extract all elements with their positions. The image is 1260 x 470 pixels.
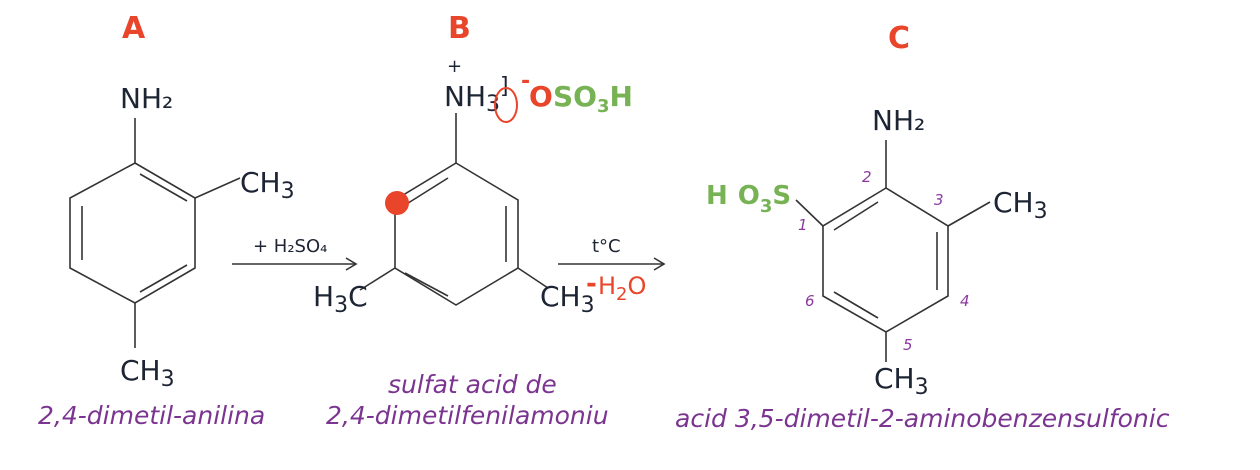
b-benzene-ring — [359, 113, 549, 306]
b-name-line2: 2,4-dimetilfenilamoniu — [326, 401, 609, 430]
c-methyl-5: CH3 — [874, 362, 929, 400]
a-methyl-4: CH3 — [120, 354, 175, 392]
c-position-5: 5 — [903, 336, 913, 354]
b-highlight-h-circle — [494, 87, 518, 123]
water-minus: - — [586, 269, 597, 299]
a-compound-name: 2,4-dimetil-anilina — [38, 401, 265, 430]
c-amino-group: NH₂ — [872, 104, 925, 137]
c-position-2: 2 — [862, 168, 872, 186]
condition-heat: t°C — [592, 236, 621, 257]
b-oxygen: O — [529, 80, 553, 113]
c-benzene-ring — [795, 140, 991, 362]
label-a: A — [122, 11, 146, 46]
a-benzene-ring — [69, 118, 241, 348]
reaction-arrow-1 — [232, 257, 358, 271]
b-methyl-right: CH3 — [540, 280, 595, 318]
label-b: B — [448, 11, 471, 46]
b-methyl-left: H3C — [313, 280, 368, 318]
b-so3h-group: SO3H — [553, 80, 633, 117]
reagent-h2so4: + H₂SO₄ — [253, 236, 327, 257]
c-position-6: 6 — [805, 292, 815, 310]
b-name-line1: sulfat acid de — [388, 370, 557, 399]
b-ammonium-group: NH3] — [444, 74, 509, 117]
c-compound-name: acid 3,5-dimetil-2-aminobenzensulfonic — [675, 404, 1170, 433]
a-methyl-2: CH3 — [240, 166, 295, 204]
water-molecule: H2O — [598, 272, 646, 305]
c-position-1: 1 — [798, 216, 808, 234]
c-methyl-3: CH3 — [993, 186, 1048, 224]
c-position-3: 3 — [934, 191, 944, 209]
reaction-arrow-2 — [558, 257, 666, 271]
b-minus-charge: - — [521, 69, 530, 94]
a-amino-group: NH₂ — [120, 82, 173, 115]
c-position-4: 4 — [960, 292, 970, 310]
b-plus-charge: + — [447, 56, 462, 77]
b-reactive-site-dot — [385, 191, 409, 215]
label-c: C — [888, 21, 910, 56]
